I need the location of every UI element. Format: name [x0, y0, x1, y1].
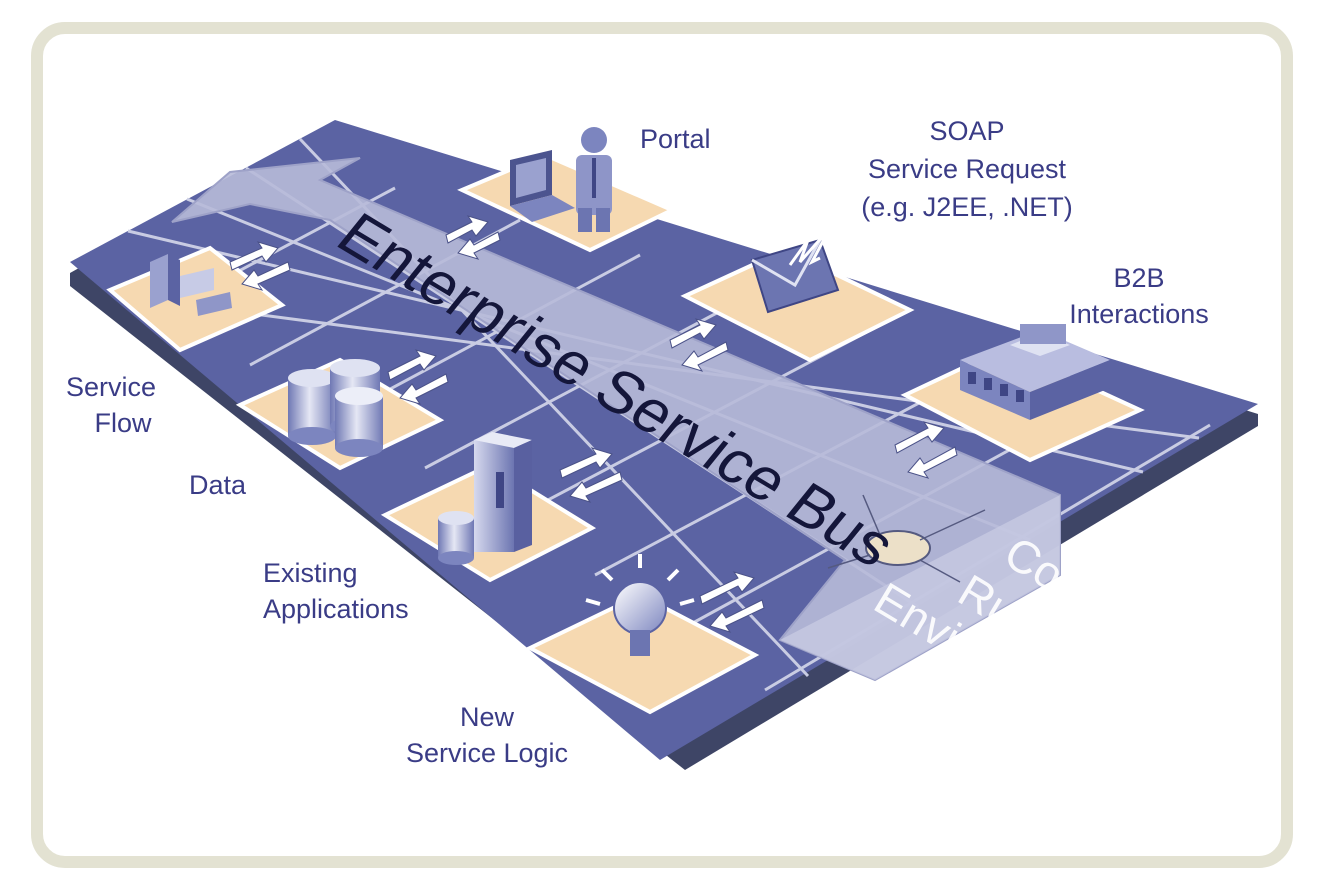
bus-hub: [865, 530, 931, 566]
envelope-icon: [750, 227, 840, 314]
building-icon: [960, 324, 1110, 420]
esb-diagram: Enterprise Service Bus: [66, 116, 1258, 770]
service-flow-label-line2: Flow: [94, 408, 152, 438]
new-logic-label-line1: New: [460, 702, 515, 732]
service-flow-label-line1: Service: [66, 372, 156, 402]
portal-label: Portal: [640, 124, 711, 154]
soap-label-line1: SOAP: [929, 116, 1004, 146]
b2b-label-line1: B2B: [1113, 263, 1164, 293]
soap-label-line2: Service Request: [868, 154, 1067, 184]
new-logic-label-line2: Service Logic: [406, 738, 568, 768]
server-icon: [438, 432, 532, 565]
bus-arrow: [171, 157, 1061, 682]
existing-apps-label-line2: Applications: [263, 594, 409, 624]
lightbulb-icon: [585, 554, 695, 656]
data-label: Data: [189, 470, 247, 500]
flow-icon: [150, 254, 232, 316]
hub-arrows: [827, 494, 986, 583]
existing-apps-label-line1: Existing: [263, 558, 358, 588]
portal-icon: [510, 127, 612, 232]
pad-soap: [680, 247, 915, 363]
diagram-frame: Enterprise Service Bus: [31, 22, 1293, 868]
database-icon: [288, 359, 383, 457]
soap-label-line3: (e.g. J2EE, .NET): [861, 192, 1073, 222]
b2b-label-line2: Interactions: [1069, 299, 1209, 329]
connector-arrows: [229, 215, 958, 633]
